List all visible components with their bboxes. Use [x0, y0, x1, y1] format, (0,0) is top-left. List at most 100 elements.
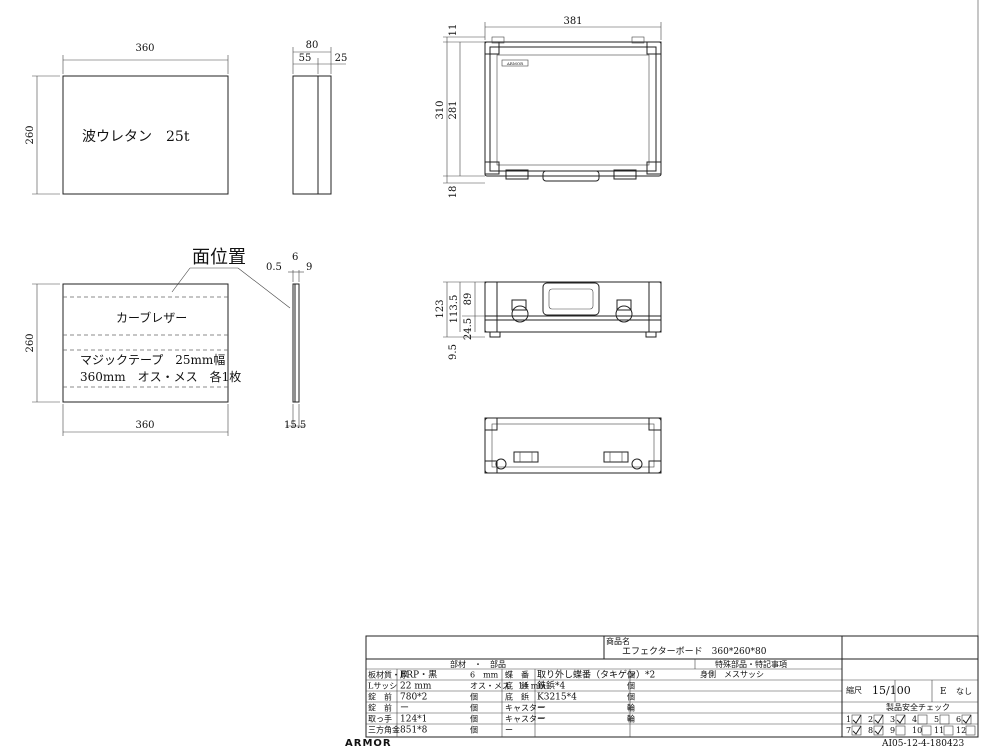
check-box[interactable] [895, 714, 906, 725]
special-note: 身側 メスサッシ [700, 669, 764, 679]
foam-side-total-label: 80 [306, 40, 319, 51]
check-mark-icon [852, 725, 862, 735]
case-top-label: 11 [448, 24, 459, 37]
parts-cell: ー [400, 704, 409, 714]
board-side-bottom-label: 15.5 [284, 420, 306, 431]
parts-cell: 個 [470, 692, 478, 702]
scale-value: 15/100 [872, 684, 911, 697]
case-side-a-label: 113.5 [449, 295, 460, 324]
parts-cell: 錠 前 [368, 692, 392, 702]
scale-label: 縮尺 [846, 685, 862, 695]
parts-cell: FRP・黒 [400, 670, 437, 681]
check-number: 5 [934, 715, 939, 724]
board-side-outline [292, 283, 300, 403]
check-label: 製品安全チェック [886, 702, 950, 712]
case-width-label: 381 [563, 16, 582, 27]
check-box[interactable] [943, 725, 954, 736]
check-number: 4 [912, 715, 917, 724]
tape-line1: マジックテープ 25mm幅 [80, 352, 225, 367]
parts-cell: 6 mm [470, 671, 499, 680]
parts-cell: 三方角金 [368, 725, 400, 735]
foam-width-label: 360 [135, 43, 154, 54]
check-box[interactable] [873, 714, 884, 725]
parts-cell: 輪 [627, 703, 635, 713]
parts-cell: 780*2 [400, 693, 427, 703]
parts-cell: 板材質・厚 [368, 670, 408, 680]
foam-side-right-label: 25 [335, 53, 348, 64]
tape-line2: 360mm オス・メス 各1枚 [80, 369, 241, 384]
check-mark-icon [852, 714, 862, 724]
case-total-label: 310 [435, 100, 446, 119]
check-box[interactable] [961, 714, 972, 725]
parts-cell: ー [537, 704, 546, 714]
e-label: E [940, 687, 947, 697]
parts-cell: オス・メス 14 mm [470, 682, 546, 691]
case-bottom-label: 18 [448, 186, 459, 199]
check-box[interactable] [917, 714, 928, 725]
e-value: なし [956, 687, 972, 696]
case-logo: ARMOR [506, 61, 524, 66]
case-side-d-label: 9.5 [448, 344, 459, 360]
board-side-view: 0.5 6 9 15.5 [266, 252, 312, 431]
check-number: 10 [912, 726, 922, 735]
foam-top-view: 波ウレタン 25t 360 260 [25, 43, 229, 195]
foam-side-outline [292, 75, 332, 195]
foam-side-left-label: 55 [299, 53, 312, 64]
parts-cell: キャスター [505, 715, 545, 724]
parts-cell: キャスター [505, 704, 545, 713]
parts-cell: ー [537, 715, 546, 725]
product-name: エフェクターボード 360*260*80 [622, 646, 767, 657]
check-box[interactable] [921, 725, 932, 736]
case-side-view: 123 113.5 89 24.5 9.5 [435, 281, 662, 360]
foam-outline [62, 75, 229, 195]
board-height-label: 260 [25, 333, 36, 352]
parts-cell: 22 mm [400, 682, 432, 692]
foam-side-view: 80 55 25 [292, 40, 348, 195]
board-view: カーブレザー マジックテープ 25mm幅 360mm オス・メス 各1枚 面位置… [25, 247, 291, 436]
product-name-label: 商品名 [606, 636, 630, 646]
parts-cell: 個 [470, 703, 478, 713]
brand-mark: ARMOR [345, 738, 392, 749]
check-mark-icon [896, 714, 906, 724]
parts-cell: 851*8 [400, 726, 428, 736]
board-side-t2-label: 6 [292, 252, 298, 263]
parts-cell: ー [505, 726, 513, 735]
check-box[interactable] [965, 725, 976, 736]
parts-cell: 個 [470, 714, 478, 724]
case-inner-label: 281 [448, 100, 459, 119]
case-side-c-label: 24.5 [463, 318, 474, 340]
case-front-view: ARMOR 381 11 310 281 18 [435, 16, 662, 199]
parts-cell: 底 鋲 [505, 692, 529, 702]
check-number: 8 [868, 726, 873, 735]
check-number: 7 [846, 726, 851, 735]
parts-cell: 蝶 番 [505, 670, 529, 680]
carpet-label: カーブレザー [116, 310, 187, 325]
board-side-t1-label: 0.5 [266, 262, 282, 273]
check-box[interactable] [851, 725, 862, 736]
check-box[interactable] [939, 714, 950, 725]
case-top-view [484, 417, 662, 474]
parts-cell: 取り外し蝶番（タキゲン）*2 [537, 669, 655, 681]
check-number: 3 [890, 715, 895, 724]
parts-cell: 124*1 [400, 715, 427, 725]
face-position-label: 面位置 [192, 247, 246, 268]
check-number: 11 [934, 726, 944, 735]
parts-cell: 個 [470, 725, 478, 735]
check-box[interactable] [851, 714, 862, 725]
col-parts-header: 部材 ・ 部品 [450, 659, 506, 669]
parts-cell: 取っ手 [368, 714, 392, 724]
parts-cell: K3215*4 [537, 693, 577, 703]
check-box[interactable] [895, 725, 906, 736]
board-side-t3-label: 9 [306, 262, 312, 273]
check-mark-icon [874, 714, 884, 724]
check-mark-icon [874, 725, 884, 735]
parts-cell: Lサッシ [368, 682, 397, 691]
parts-cell: 輪 [627, 714, 635, 724]
board-outline [62, 283, 229, 403]
check-box[interactable] [873, 725, 884, 736]
case-side-total-label: 123 [435, 299, 446, 318]
check-number: 12 [956, 726, 966, 735]
foam-text: 波ウレタン 25t [82, 129, 190, 145]
